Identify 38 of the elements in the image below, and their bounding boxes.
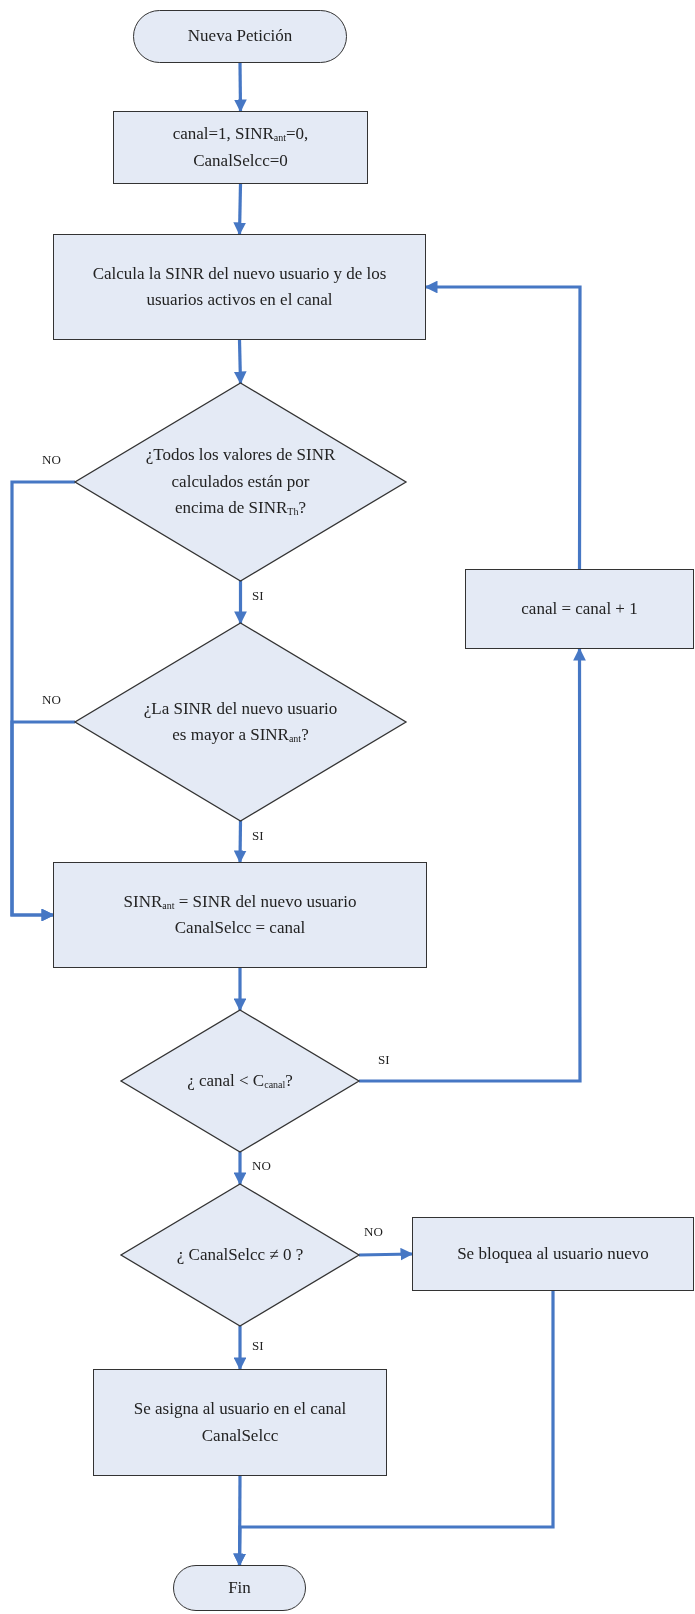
process-box (53, 234, 426, 340)
process-text: Se bloquea al usuario nuevo (457, 1242, 649, 1265)
process-text: SINR$_{ant}$ = SINR del nuevo usuario (123, 890, 357, 913)
arrow (234, 581, 247, 625)
terminal-text: Fin (228, 1576, 251, 1599)
process-text: Se asigna al usuario en el canal CanalSelcc (132, 1398, 348, 1447)
arrow (10, 720, 75, 922)
terminal-box (173, 1565, 306, 1611)
terminal-box (133, 10, 347, 63)
decision-text: ¿Todos los valores de SINR calculados están por encima de SINR$_{Th}$? (145, 444, 336, 520)
arrow (233, 1326, 247, 1371)
arrow (359, 647, 586, 1083)
process-box (53, 862, 427, 968)
arrow (233, 968, 247, 1012)
arrow (424, 280, 582, 569)
arrow (233, 1291, 555, 1567)
process-box (93, 1369, 387, 1476)
arrow (233, 820, 247, 864)
arrow (233, 339, 247, 385)
process-box (465, 569, 694, 649)
process-box (412, 1217, 694, 1291)
arrow (358, 1247, 414, 1261)
arrow (233, 1152, 247, 1186)
decision-diamond (121, 1010, 359, 1152)
terminal-text: Nueva Petición (187, 25, 293, 48)
process-text: CanalSelcc = canal (174, 917, 306, 939)
decision-diamond (75, 383, 406, 581)
process-text: Calcula la SINR del nuevo usuario y de los usuarios activos en el canal (91, 262, 388, 311)
process-text: canal = canal + 1 (521, 597, 638, 620)
process-box (113, 111, 368, 184)
process-text: canal=1, SINR$_{ant}$=0, CanalSelcc=0 (171, 123, 310, 172)
decision-diamond (75, 623, 406, 821)
decision-text: ¿La SINR del nuevo usuario es mayor a SINR$_{ant}$? (142, 697, 339, 746)
decision-diamond (121, 1184, 359, 1326)
arrow (233, 183, 247, 236)
decision-text: ¿ CanalSelcc ≠ 0 ? (176, 1243, 304, 1266)
decision-text: ¿ canal < C$_{canal}$? (187, 1069, 293, 1092)
arrow (234, 63, 247, 113)
